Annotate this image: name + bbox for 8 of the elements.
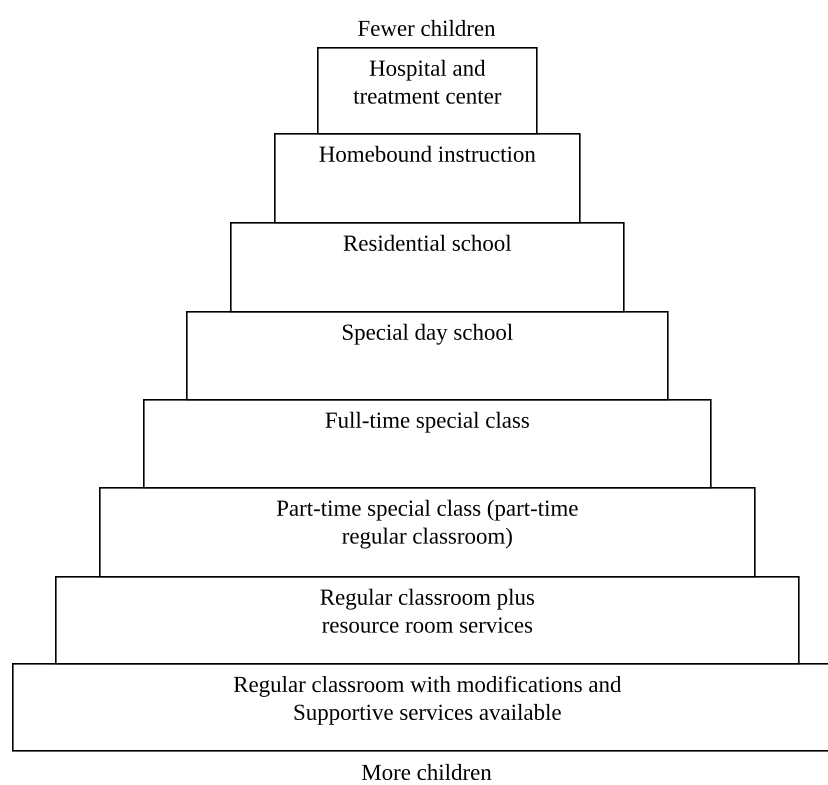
level-box: Special day school: [186, 311, 669, 401]
level-box: Residential school: [230, 222, 625, 313]
level-box: Part-time special class (part-time regular classroom): [99, 487, 756, 578]
level-box: Regular classroom with modifications and Supportive services available: [12, 663, 828, 752]
level-box: Homebound instruction: [274, 133, 581, 224]
level-box: Regular classroom plus resource room services: [55, 576, 800, 665]
level-box: Hospital and treatment center: [317, 47, 538, 135]
level-box: Full-time special class: [143, 399, 712, 489]
